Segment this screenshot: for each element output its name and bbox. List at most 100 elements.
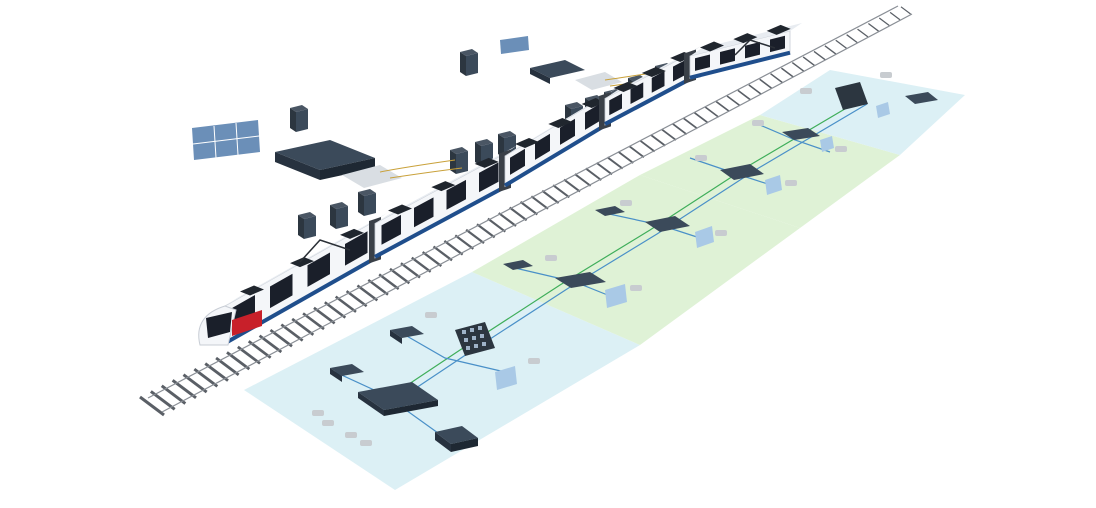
rack-server-top xyxy=(628,75,646,82)
track-sleeper xyxy=(269,329,293,348)
track-sleeper xyxy=(846,34,858,44)
onboard-equipment xyxy=(192,36,701,239)
track-sleeper xyxy=(780,67,794,78)
control-panel xyxy=(455,322,495,356)
train-window xyxy=(560,118,575,145)
rack-server-front xyxy=(336,206,348,229)
rack-server-front xyxy=(466,53,478,76)
rack-server-side xyxy=(330,205,336,229)
track-sleeper xyxy=(476,223,496,239)
rack-server-top xyxy=(498,131,516,138)
track-sleeper xyxy=(411,256,432,273)
cable-line xyxy=(404,334,506,373)
core-switch xyxy=(530,60,585,84)
roof-panel xyxy=(733,33,758,44)
train-window xyxy=(651,71,665,93)
rack-server-side xyxy=(290,108,296,132)
train-stripe xyxy=(374,185,506,259)
train-windshield xyxy=(206,312,232,338)
pantograph xyxy=(734,39,776,56)
zone-green-1 xyxy=(472,175,800,345)
roof-panel xyxy=(700,41,724,52)
track-sleeper xyxy=(552,184,570,199)
train-window xyxy=(414,197,434,228)
zone-switch xyxy=(503,92,938,288)
roof-panel xyxy=(431,181,456,192)
cable-line xyxy=(759,124,831,153)
track-sleeper xyxy=(378,273,400,290)
track-sleeper xyxy=(541,189,560,204)
ground-zones xyxy=(244,70,965,490)
track-sleeper xyxy=(432,245,453,262)
track-sleeper xyxy=(498,212,517,227)
train-stripe xyxy=(503,123,607,188)
roof-panel xyxy=(388,204,412,215)
track-sleeper xyxy=(324,301,347,319)
track-sleeper xyxy=(791,61,805,72)
rack-server-side xyxy=(498,134,504,158)
track-sleeper xyxy=(389,267,411,285)
track-sleeper xyxy=(367,278,389,296)
zone-green-2 xyxy=(640,115,900,228)
track-sleeper xyxy=(693,112,709,124)
train-window xyxy=(585,103,600,130)
train xyxy=(198,23,802,346)
track-sleeper xyxy=(704,106,720,118)
track-sleeper xyxy=(345,290,368,308)
rack-server-top xyxy=(475,139,493,146)
train-window xyxy=(479,162,499,193)
track-sleeper xyxy=(726,95,741,107)
train-nose-accent xyxy=(232,310,262,336)
rack-server-front xyxy=(304,216,316,239)
rack-server-top xyxy=(460,49,478,56)
track-sleeper xyxy=(857,28,869,38)
train-window xyxy=(510,148,525,175)
rack-server-side xyxy=(450,150,456,174)
track-sleeper xyxy=(683,117,698,130)
ground-devices xyxy=(312,72,938,452)
train-window xyxy=(381,214,401,245)
train-window xyxy=(345,231,368,266)
track-sleeper xyxy=(878,17,890,26)
train-window xyxy=(630,82,644,104)
roof-panel xyxy=(613,82,638,92)
track-sleeper xyxy=(585,167,602,181)
roof-panel xyxy=(515,138,539,148)
rack-server-top xyxy=(330,202,348,209)
track-sleeper xyxy=(672,123,688,135)
track-sleeper xyxy=(443,240,464,256)
control-panel xyxy=(835,82,868,110)
track-sleeper xyxy=(334,295,357,313)
rack-server-top xyxy=(450,147,468,154)
track-sleeper xyxy=(530,195,549,210)
track-sleeper xyxy=(291,317,315,336)
pantograph xyxy=(299,239,351,263)
rail xyxy=(161,13,913,413)
ethernet-cables xyxy=(379,71,666,179)
rack-server-side xyxy=(298,215,304,239)
roof-panel xyxy=(766,24,791,35)
track-sleeper xyxy=(628,145,645,158)
track-sleeper xyxy=(868,23,879,32)
rack-server-top xyxy=(290,105,308,112)
track-sleeper xyxy=(313,306,336,325)
camera xyxy=(312,72,892,446)
roof-panel xyxy=(641,67,666,77)
cable-line xyxy=(391,103,868,405)
track-sleeper xyxy=(302,312,325,331)
rack-server-front xyxy=(456,151,468,174)
nvr-recorder xyxy=(435,426,478,452)
rack-server-top xyxy=(358,189,376,196)
train-stripe xyxy=(604,77,691,126)
main-switch-front xyxy=(358,382,438,416)
track-sleeper xyxy=(639,139,656,153)
track-sleeper xyxy=(487,217,506,233)
train-window xyxy=(535,133,550,160)
railway-track xyxy=(139,5,913,417)
monitor-wall-left xyxy=(192,120,260,160)
track-sleeper xyxy=(900,6,911,15)
core-switch xyxy=(275,140,375,180)
rack-server-front xyxy=(296,109,308,132)
track-sleeper xyxy=(737,89,752,101)
